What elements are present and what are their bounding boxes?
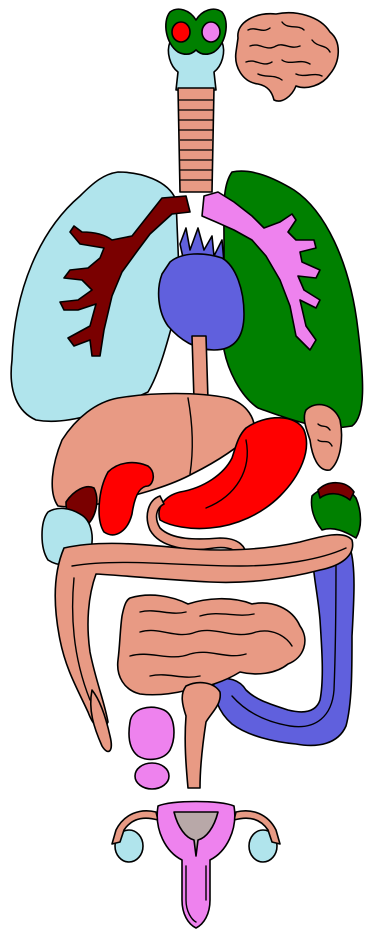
trachea <box>178 88 214 192</box>
rectum <box>182 683 220 788</box>
brain <box>236 13 339 101</box>
kidney-right <box>99 463 153 535</box>
uterus <box>157 802 235 929</box>
esophagus <box>192 336 208 400</box>
splenic-flexure <box>311 483 360 538</box>
bladder <box>129 707 174 789</box>
small-intestine <box>118 595 305 695</box>
spleen <box>304 405 341 471</box>
